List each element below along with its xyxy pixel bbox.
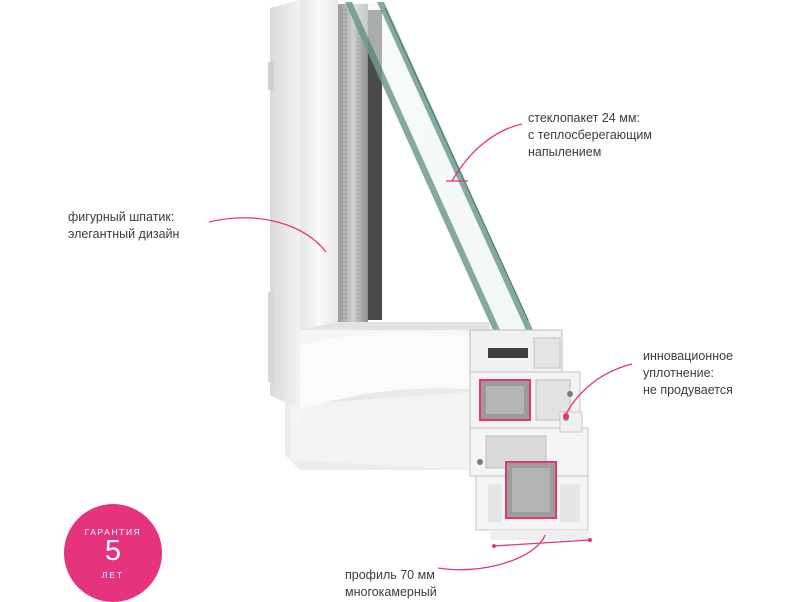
callout-line-bead	[208, 217, 327, 253]
callout-profile-line-1: профиль 70 мм	[345, 568, 435, 582]
callout-bead-line-1: фигурный шпатик:	[68, 210, 175, 224]
lower-frame	[285, 322, 490, 470]
callout-glazing-bead: фигурный шпатик: элегантный дизайн	[68, 209, 179, 243]
callout-bead-line-2: элегантный дизайн	[68, 227, 180, 241]
warranty-badge: ГАРАНТИЯ 5 ЛЕТ	[64, 504, 162, 602]
callout-line-profile	[437, 534, 546, 571]
callout-seal: инновационное уплотнение: не продувается	[643, 348, 733, 399]
callout-seal-line-1: инновационное	[643, 349, 733, 363]
glass-spacer-frame	[338, 4, 382, 324]
callout-seal-line-2: уплотнение:	[643, 366, 715, 380]
double-glazing-unit	[345, 2, 533, 330]
callout-line-glass	[451, 123, 523, 182]
callout-line-seal	[565, 363, 633, 415]
callout-profile-line-2: многокамерный	[345, 585, 437, 599]
callout-glazing-line-1: стеклопакет 24 мм:	[528, 111, 640, 125]
profile-cross-section	[469, 329, 590, 540]
callout-seal-line-3: не продувается	[643, 383, 733, 397]
warranty-badge-label: ГАРАНТИЯ	[84, 527, 142, 537]
callout-lines	[208, 123, 633, 571]
callout-glazing-line-2: с теплосберегающим	[528, 128, 653, 142]
warranty-badge-unit: ЛЕТ	[101, 570, 125, 580]
callout-profile: профиль 70 мм многокамерный	[345, 567, 437, 601]
callout-glazing-unit: стеклопакет 24 мм: с теплосберегающим на…	[528, 110, 652, 161]
warranty-badge-years: 5	[104, 535, 122, 567]
callout-glazing-line-3: напылением	[528, 145, 602, 159]
